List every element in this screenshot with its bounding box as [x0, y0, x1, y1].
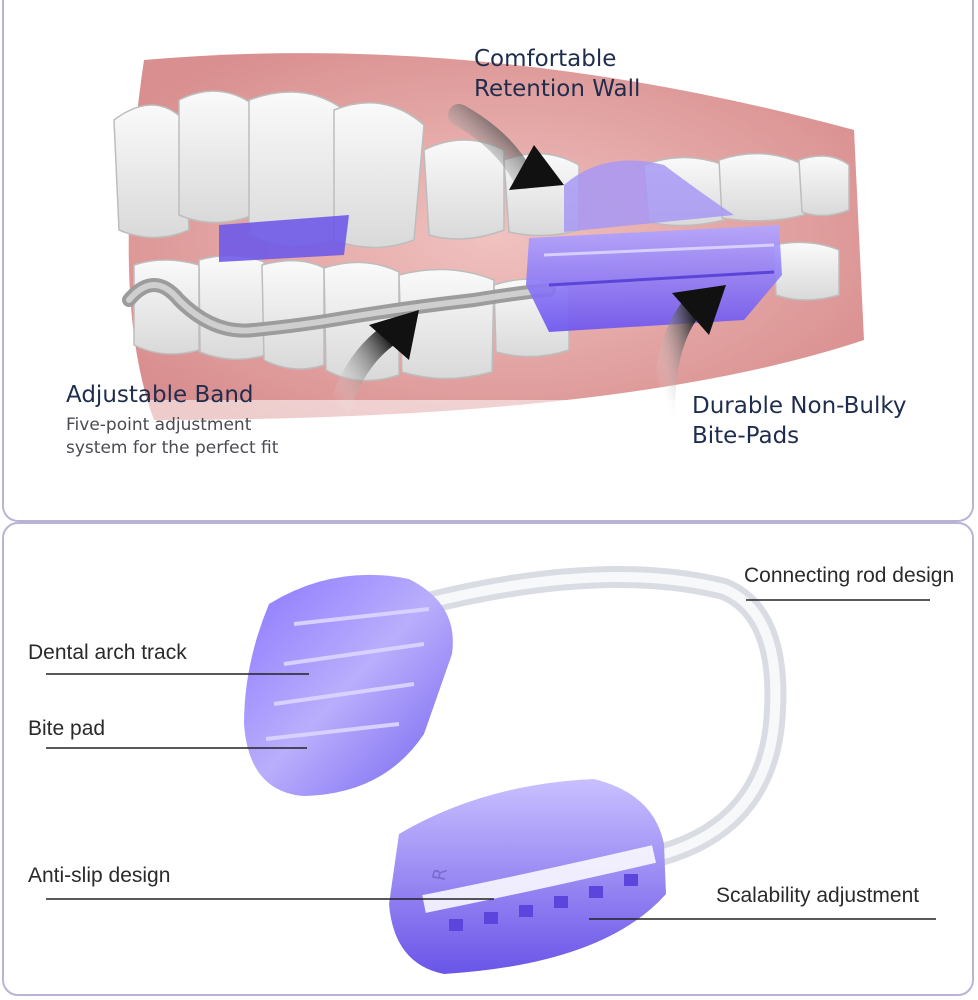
- arrow-retention-icon: [448, 104, 564, 190]
- pads-line2: Bite-Pads: [692, 423, 800, 449]
- arrow-pads-icon: [653, 285, 726, 421]
- label-connecting-rod: Connecting rod design: [744, 564, 955, 587]
- left-bite-pad: [244, 574, 453, 796]
- retention-line2: Retention Wall: [474, 76, 641, 102]
- retention-line1: Comfortable: [474, 46, 617, 72]
- upper-teeth: [113, 90, 850, 249]
- band-sub2: system for the perfect fit: [66, 438, 279, 458]
- label-anti-slip: Anti-slip design: [28, 864, 171, 887]
- front-bite-pad: [219, 215, 349, 262]
- bottom-panel: R Connecting rod design Dental arch trac…: [2, 522, 974, 996]
- pads-line1: Durable Non-Bulky: [692, 393, 907, 419]
- label-bite-pads: Durable Non-Bulky Bite-Pads: [692, 391, 906, 451]
- band-sub1: Five-point adjustment: [66, 415, 252, 435]
- label-dental-arch-track: Dental arch track: [28, 641, 187, 664]
- label-scalability: Scalability adjustment: [716, 884, 920, 907]
- top-panel: Comfortable Retention Wall Adjustable Ba…: [2, 0, 974, 522]
- label-adjustable-band: Adjustable Band Five-point adjustment sy…: [66, 380, 278, 460]
- label-retention-wall: Comfortable Retention Wall: [474, 44, 640, 104]
- retention-wall: [564, 160, 734, 232]
- device-illustration: [46, 566, 936, 974]
- label-bite-pad: Bite pad: [28, 717, 106, 740]
- teeth-illustration: [4, 53, 972, 520]
- band-title: Adjustable Band: [66, 382, 254, 408]
